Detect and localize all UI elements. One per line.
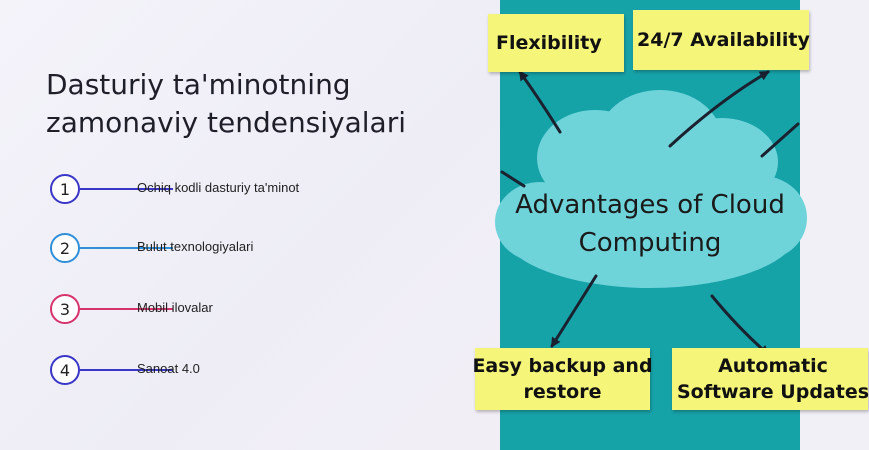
title-line-1: Dasturiy ta'minotning [46, 68, 351, 101]
left-panel: Dasturiy ta'minotning zamonaviy tendensi… [0, 0, 500, 450]
cloud-title-line-1: Advantages of Cloud [515, 190, 785, 220]
list-item-1: 1 Ochiq kodli dasturiy ta'minot [50, 174, 470, 204]
cloud-title-line-2: Computing [578, 228, 722, 258]
connector-line-2 [80, 247, 173, 249]
note-software-updates: Automatic Software Updates [672, 348, 869, 410]
note-backup-line-1: Easy backup and [472, 355, 653, 377]
cloud-computing-image: Flexibility 24/7 Availability Easy backu… [472, 0, 869, 450]
note-updates-line-1: Automatic [718, 355, 828, 377]
arrows [500, 70, 800, 356]
arrow-right-edge [760, 122, 800, 158]
note-updates-line-2: Software Updates [676, 381, 869, 403]
note-availability-text: 24/7 Availability [637, 29, 810, 51]
number-badge-3: 3 [50, 294, 80, 324]
number-badge-1: 1 [50, 174, 80, 204]
cloud-shape [495, 90, 807, 288]
arrow-left-edge [500, 170, 526, 188]
cloud-title: Advantages of Cloud Computing [500, 186, 800, 262]
list-item-label-4: Sanoat 4.0 [137, 361, 200, 376]
arrow-to-backup [550, 274, 598, 348]
note-backup-line-2: restore [523, 381, 602, 403]
list-item-label-1: Ochiq kodli dasturiy ta'minot [137, 180, 300, 195]
list-item-label-3: Mobil ilovalar [137, 300, 213, 315]
connector-line-3 [80, 308, 173, 310]
list-item-2: 2 Bulut texnologiyalari [50, 233, 470, 263]
list-item-4: 4 Sanoat 4.0 [50, 355, 470, 385]
cloud-diagram-graphic [495, 70, 807, 356]
note-availability: 24/7 Availability [633, 10, 810, 70]
connector-line-4 [80, 369, 173, 371]
arrow-to-flexibility [518, 70, 562, 134]
title-line-2: zamonaviy tendensiyalari [46, 106, 407, 139]
note-flexibility: Flexibility [488, 14, 624, 72]
note-flexibility-text: Flexibility [496, 32, 602, 54]
note-backup: Easy backup and restore [472, 348, 653, 410]
number-badge-4: 4 [50, 355, 80, 385]
connector-line-1 [80, 188, 173, 190]
list-item-label-2: Bulut texnologiyalari [137, 239, 254, 254]
number-badge-2: 2 [50, 233, 80, 263]
list-item-3: 3 Mobil ilovalar [50, 294, 470, 324]
arrow-to-updates [710, 294, 770, 356]
slide-title: Dasturiy ta'minotning zamonaviy tendensi… [46, 66, 466, 142]
arrow-to-availability [668, 70, 770, 148]
